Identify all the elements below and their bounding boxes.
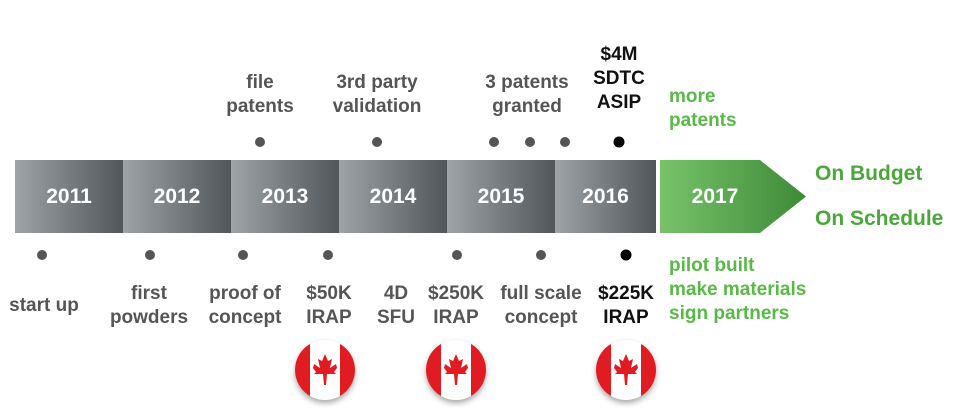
proof-dot [238,250,248,260]
irap-250k-dot [452,250,462,260]
sdtc-dot [613,136,625,148]
file-patents-dot [255,137,265,147]
year-2016: 2016 [582,184,629,208]
year-2017: 2017 [691,184,739,208]
irap-50k-dot [323,250,333,260]
irap-225k-dot [620,249,632,261]
year-2013: 2013 [261,184,309,208]
on-budget-label: On Budget [815,162,923,185]
canada-flag-icon [295,340,355,400]
third-party-dot [372,137,382,147]
start-up-dot [37,250,47,260]
year-2011: 2011 [46,184,92,208]
full-scale-dot [536,250,546,260]
year-2015: 2015 [477,184,525,208]
patent-dot-2 [525,137,535,147]
year-2014: 2014 [369,184,417,208]
start-up-label: start up [9,295,79,316]
timeline-bar [15,160,806,233]
timeline-arrow-2017 [660,160,806,233]
canada-flag-icon [426,340,486,400]
patent-dot-3 [560,137,570,147]
on-schedule-label: On Schedule [815,207,944,230]
year-2012: 2012 [153,184,201,208]
patent-dot-1 [489,137,499,147]
canada-flag-icon [596,340,656,400]
first-powders-dot [145,250,155,260]
